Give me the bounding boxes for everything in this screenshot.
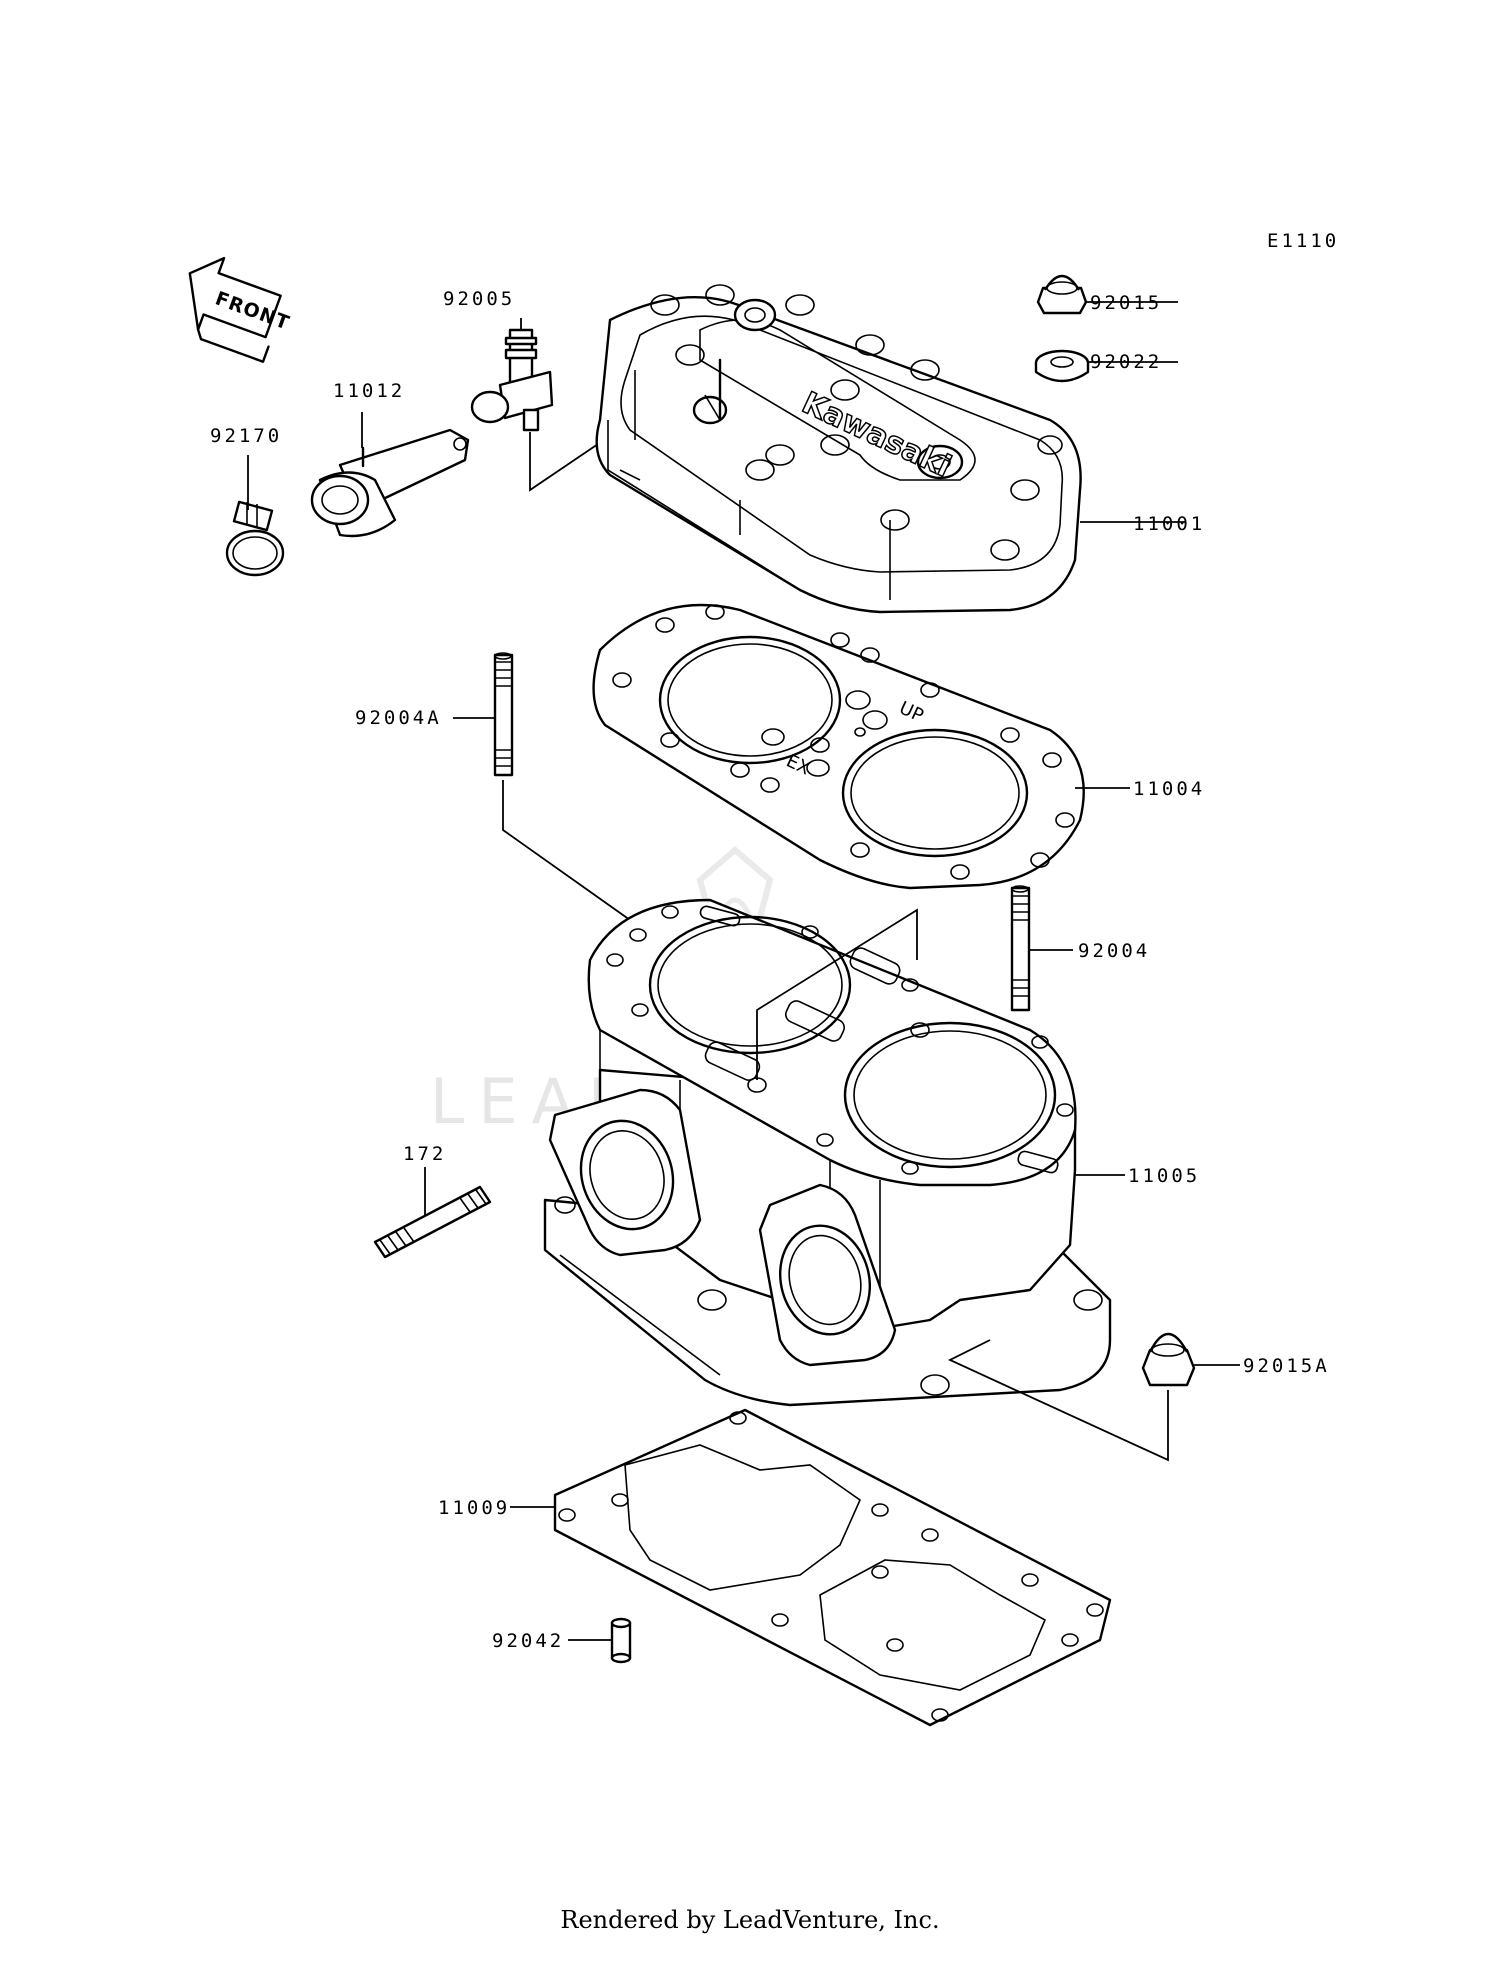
part-92170-hose-clamp[interactable]: [225, 500, 285, 577]
label-92004a: 92004A: [355, 707, 442, 729]
part-92015-cap-nut[interactable]: [1036, 274, 1088, 315]
label-11001: 11001: [1133, 513, 1205, 535]
label-11009: 11009: [438, 1497, 510, 1519]
label-172: 172: [403, 1143, 446, 1165]
part-92015a-cap-nut[interactable]: [1141, 1333, 1196, 1387]
front-arrow-icon: FRONT: [188, 256, 293, 363]
part-92004-stud[interactable]: [1010, 885, 1031, 1012]
label-92015: 92015: [1090, 292, 1162, 314]
part-92022-washer[interactable]: [1034, 349, 1090, 383]
part-172-stud[interactable]: [373, 1185, 492, 1259]
part-11012-thermostat-cover[interactable]: [310, 428, 470, 538]
label-92004: 92004: [1078, 940, 1150, 962]
label-92015a: 92015A: [1243, 1355, 1330, 1377]
diagram-code: E1110: [1267, 230, 1339, 252]
part-11009-base-gasket[interactable]: [553, 1408, 1112, 1727]
part-92042-dowel-pin[interactable]: [610, 1617, 632, 1664]
label-92042: 92042: [492, 1630, 564, 1652]
part-92004a-stud[interactable]: [493, 652, 514, 777]
label-11004: 11004: [1133, 778, 1205, 800]
part-11005-cylinder-block[interactable]: [543, 898, 1112, 1407]
label-92170: 92170: [210, 425, 282, 447]
part-11004-head-gasket[interactable]: UP EX: [592, 603, 1085, 890]
part-92005-fitting[interactable]: [470, 328, 554, 432]
footer-credit: Rendered by LeadVenture, Inc.: [560, 1906, 940, 1934]
part-11001-cylinder-head[interactable]: Kawasaki: [595, 284, 1082, 614]
label-92005: 92005: [443, 288, 515, 310]
label-11005: 11005: [1128, 1165, 1200, 1187]
label-92022: 92022: [1090, 351, 1162, 373]
label-11012: 11012: [333, 380, 405, 402]
